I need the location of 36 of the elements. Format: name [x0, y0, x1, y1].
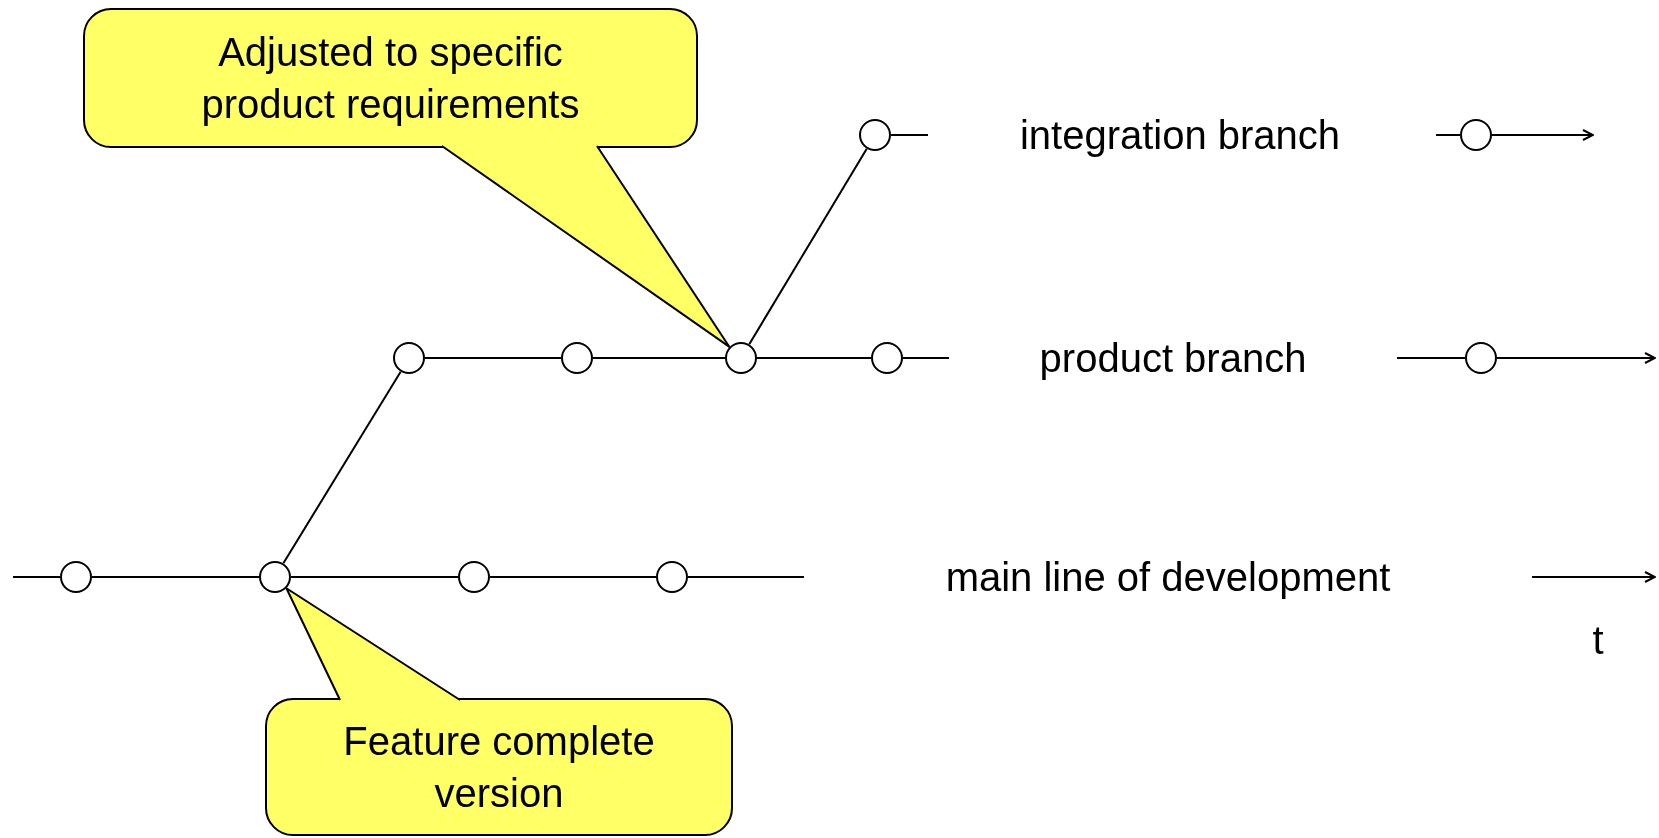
callout-pointer — [441, 145, 731, 348]
arrow — [1496, 352, 1656, 364]
branch-line — [687, 576, 805, 578]
branch-label: product branch — [1039, 335, 1307, 381]
commit-circle — [60, 561, 92, 593]
commit-circle — [259, 561, 291, 593]
branch-line — [902, 357, 950, 359]
commit-circle — [725, 342, 757, 374]
branch-line — [489, 576, 657, 578]
branch-line — [290, 576, 459, 578]
commit-circle — [859, 119, 891, 151]
commit-circle — [656, 561, 688, 593]
commit-circle — [871, 342, 903, 374]
branch-line — [890, 134, 929, 136]
callout-text: Feature complete version — [342, 718, 656, 817]
branch-label: main line of development — [945, 554, 1391, 600]
arrow — [1491, 129, 1594, 141]
branch-line — [1435, 134, 1461, 136]
branch-line — [748, 147, 868, 346]
callout-bubble — [83, 8, 698, 148]
commit-circle — [1460, 119, 1492, 151]
branch-line — [12, 576, 61, 578]
branch-line — [592, 357, 726, 359]
commit-circle — [1465, 342, 1497, 374]
axis-label: t — [1592, 617, 1604, 663]
commit-circle — [393, 342, 425, 374]
branch-line — [424, 357, 562, 359]
callout-pointer — [285, 587, 461, 701]
branch-line — [1396, 357, 1466, 359]
commit-circle — [561, 342, 593, 374]
commit-circle — [458, 561, 490, 593]
branch-line — [91, 576, 260, 578]
callout-text: Adjusted to specific product requirements — [200, 29, 581, 128]
branch-line — [756, 357, 872, 359]
branch-line — [282, 370, 402, 565]
branch-label: integration branch — [1019, 112, 1341, 158]
